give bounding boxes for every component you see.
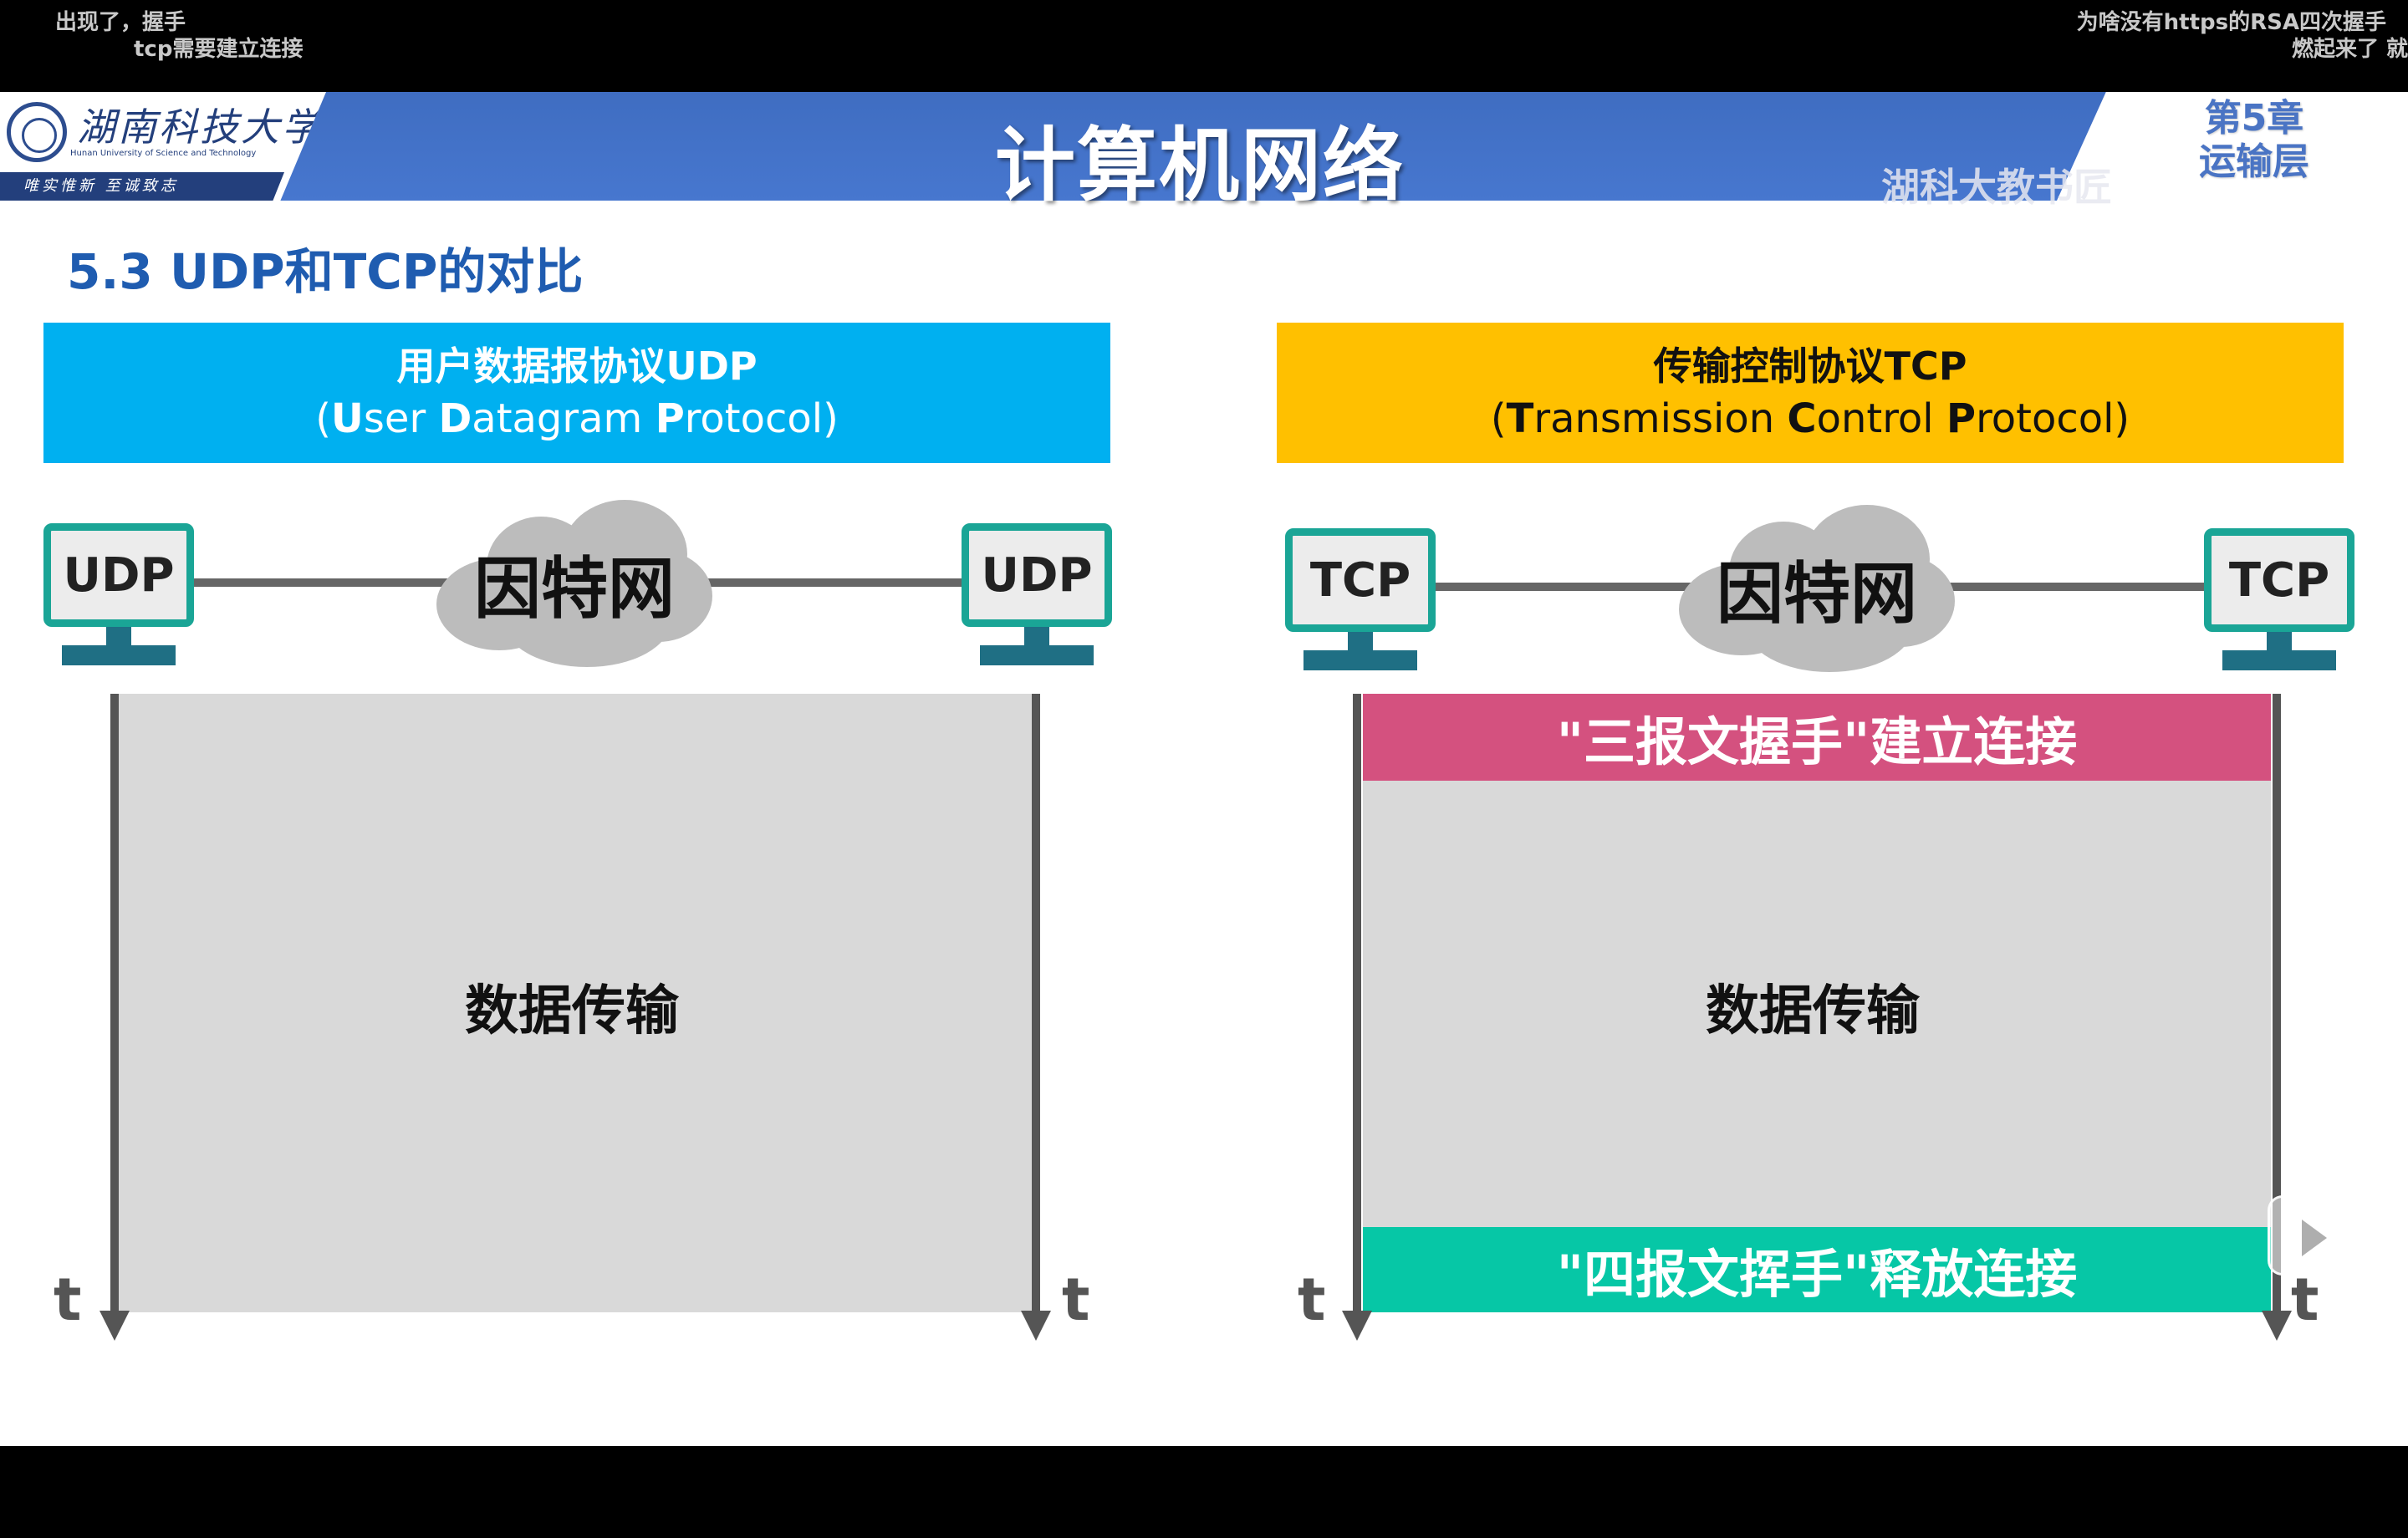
chapter-label: 第5章 运输层: [2199, 97, 2309, 184]
udp-left-timeline: [110, 694, 119, 1312]
university-name-en: Hunan University of Science and Technolo…: [70, 149, 257, 158]
udp-host-left-icon: UDP: [43, 523, 194, 670]
tcp-timeline-area: [1363, 694, 2271, 1312]
danmaku-comment: 燃起来了 就: [2291, 37, 2408, 62]
tcp-name: 传输控制协议TCP: [1653, 344, 1967, 389]
lecture-slide: 湖南科技大学 Hunan University of Science and T…: [0, 92, 2408, 1446]
arrow-down-icon: [2262, 1311, 2292, 1341]
arrow-down-icon: [1021, 1311, 1051, 1341]
internet-cloud-icon: 因特网: [1679, 505, 1955, 672]
slide-header-banner: [0, 92, 2408, 201]
tcp-handshake-phase: "三报文握手"建立连接: [1363, 694, 2271, 781]
chapter-name: 运输层: [2199, 140, 2309, 183]
tcp-host-left-icon: TCP: [1285, 528, 1436, 675]
university-motto: 唯实惟新 至诚致志: [0, 172, 284, 201]
section-title: 5.3 UDP和TCP的对比: [67, 243, 584, 300]
banner-right-panel: [2057, 92, 2408, 201]
udp-timeline-area: [119, 694, 1037, 1312]
university-name: 湖南科技大学: [77, 104, 323, 150]
danmaku-comment: 出现了，握手: [55, 10, 186, 35]
arrow-down-icon: [1342, 1311, 1372, 1341]
udp-right-timeline: [1032, 694, 1040, 1312]
udp-name: 用户数据报协议UDP: [396, 344, 758, 389]
course-title: 计算机网络: [995, 119, 1405, 212]
tcp-header: 传输控制协议TCP (Transmission Control Protocol…: [1277, 323, 2344, 463]
play-button-icon[interactable]: [2268, 1195, 2348, 1276]
tcp-right-timeline: [2273, 694, 2281, 1312]
tcp-transfer-label: 数据传输: [1706, 980, 1920, 1042]
udp-host-right-icon: UDP: [962, 523, 1112, 670]
uploader-watermark: 湖科大教书匠: [1881, 165, 2112, 210]
udp-transfer-label: 数据传输: [465, 980, 679, 1042]
udp-english: (User Datagram Protocol): [315, 395, 839, 442]
time-axis-label: t: [2291, 1266, 2319, 1334]
university-seal-icon: [7, 102, 67, 162]
time-axis-label: t: [1298, 1266, 1326, 1334]
tcp-english: (Transmission Control Protocol): [1490, 395, 2130, 442]
internet-cloud-icon: 因特网: [436, 500, 712, 667]
chapter-number: 第5章: [2204, 97, 2304, 140]
university-logo: 湖南科技大学 Hunan University of Science and T…: [0, 92, 326, 201]
tcp-host-right-icon: TCP: [2204, 528, 2354, 675]
time-axis-label: t: [54, 1266, 82, 1334]
arrow-down-icon: [99, 1311, 130, 1341]
tcp-teardown-phase: "四报文挥手"释放连接: [1363, 1227, 2271, 1312]
time-axis-label: t: [1062, 1266, 1090, 1334]
danmaku-comment: tcp需要建立连接: [134, 37, 304, 62]
danmaku-comment: 为啥没有https的RSA四次握手: [2076, 10, 2386, 35]
udp-header: 用户数据报协议UDP (User Datagram Protocol): [43, 323, 1110, 463]
tcp-left-timeline: [1353, 694, 1361, 1312]
